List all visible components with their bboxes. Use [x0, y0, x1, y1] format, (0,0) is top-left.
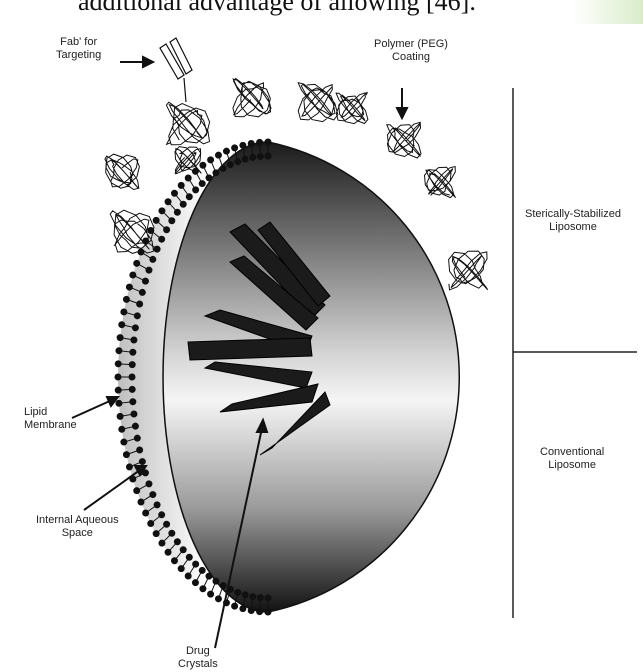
peg-coil — [166, 102, 209, 145]
peg-coil — [105, 154, 139, 189]
peg-coil — [233, 79, 271, 117]
label-peg-coating: Polymer (PEG)Coating — [374, 38, 448, 64]
peg-coil — [298, 83, 338, 122]
peg-coil — [449, 251, 488, 290]
peg-coil — [336, 92, 368, 124]
liposome-hemisphere — [163, 142, 459, 612]
peg-coil — [425, 167, 456, 198]
fab-fragment — [160, 38, 192, 102]
peg-coil — [387, 122, 421, 158]
peg-coil — [110, 210, 154, 253]
